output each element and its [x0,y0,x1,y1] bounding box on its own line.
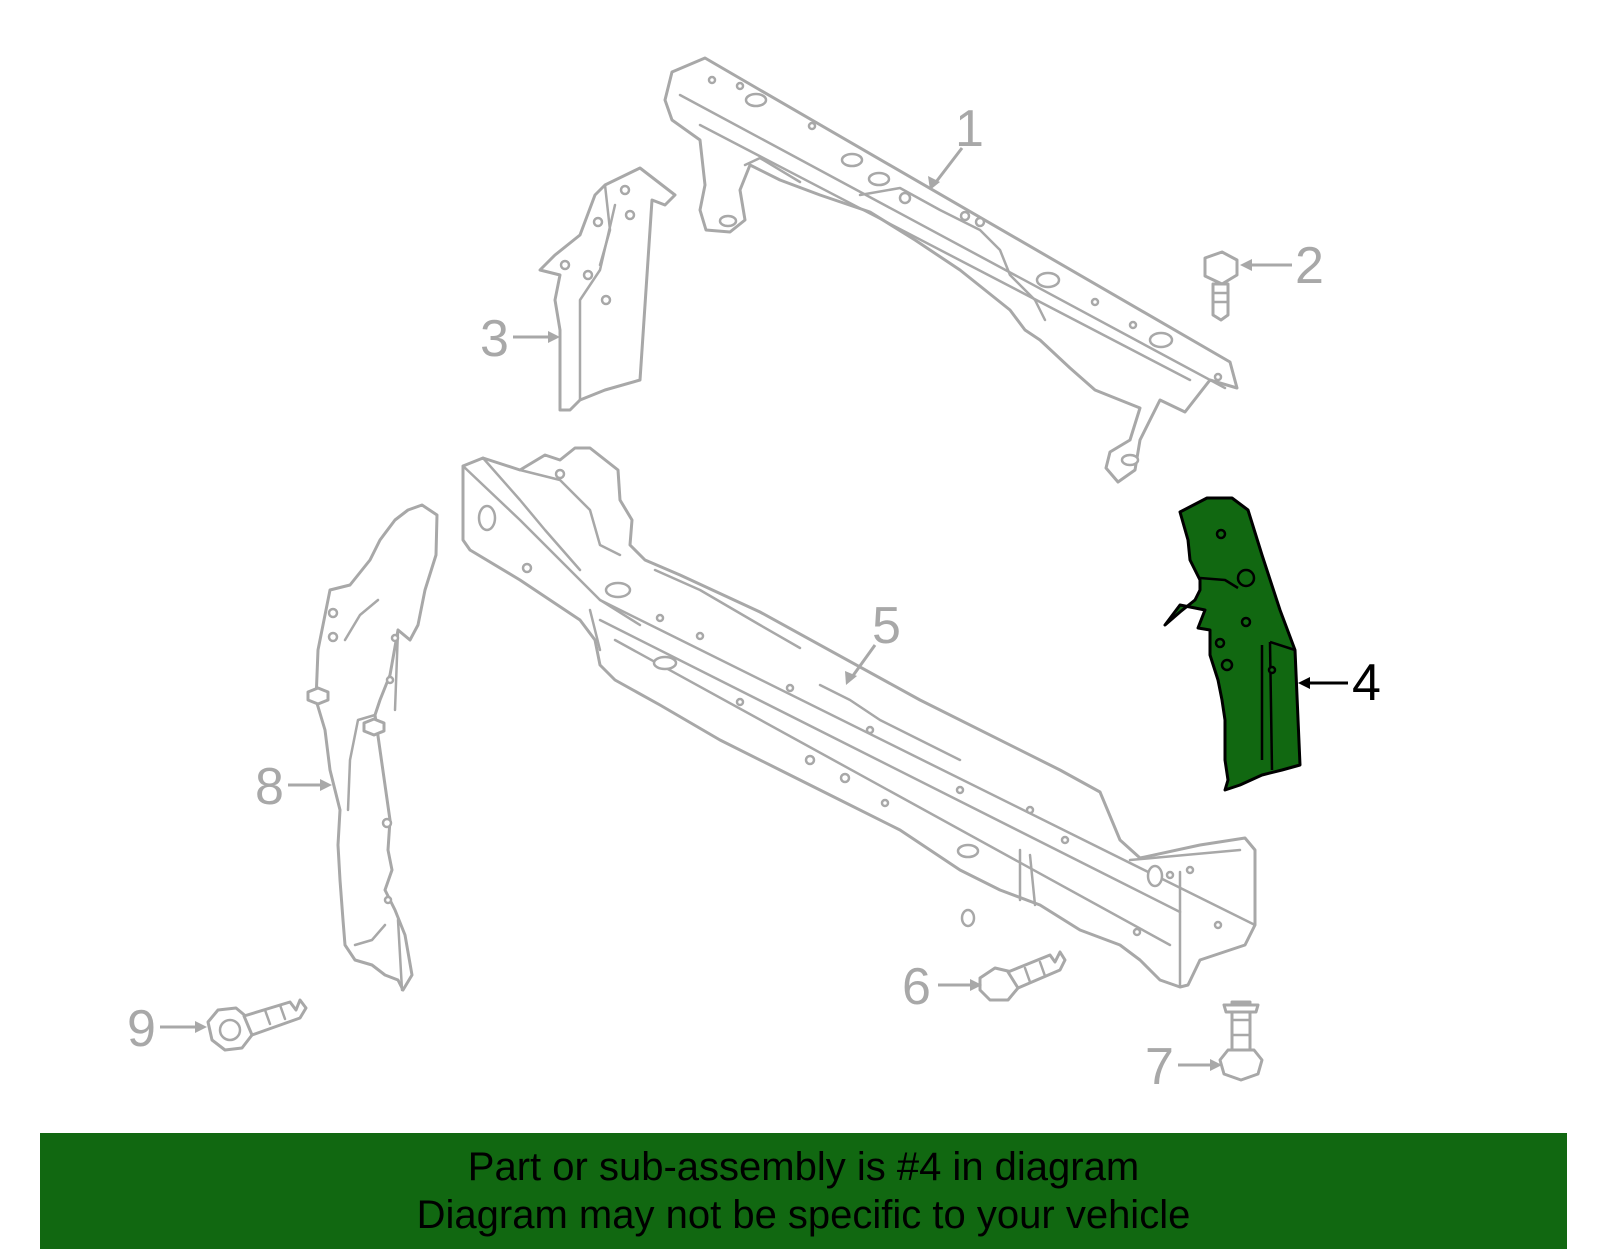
svg-text:2: 2 [1295,237,1324,295]
part-3-left-upper-bracket [538,166,677,412]
parts-diagram: 1 2 3 [127,56,1381,1096]
part-7-bolt [1218,1000,1264,1082]
callout-1: 1 [928,100,984,190]
banner-line-disclaimer: Diagram may not be specific to your vehi… [416,1193,1191,1237]
part-6-bolt [978,950,1067,1002]
svg-text:9: 9 [127,1000,156,1058]
banner-line-part-info: Part or sub-assembly is #4 in diagram [467,1145,1140,1189]
callout-4: 4 [1298,654,1381,712]
callout-7: 7 [1145,1038,1222,1096]
part-5-lower-tie-bar [461,446,1257,989]
callout-9: 9 [127,1000,207,1058]
callout-2: 2 [1240,237,1324,295]
info-banner: Part or sub-assembly is #4 in diagram Di… [40,1133,1567,1249]
part-9-bolt [206,998,308,1052]
svg-text:7: 7 [1145,1038,1174,1096]
part-4-right-bracket-highlighted [1163,496,1302,792]
svg-text:6: 6 [902,958,931,1016]
svg-text:4: 4 [1352,654,1381,712]
svg-text:1: 1 [955,100,984,158]
callout-8: 8 [255,758,332,816]
callout-5: 5 [845,597,901,685]
svg-text:5: 5 [872,597,901,655]
callout-6: 6 [902,958,982,1016]
svg-text:3: 3 [480,310,509,368]
part-2-bolt [1203,250,1239,322]
part-8-left-lower-bracket [306,503,439,992]
svg-text:8: 8 [255,758,284,816]
part-1-upper-tie-bar [663,56,1239,484]
callout-3: 3 [480,310,560,368]
